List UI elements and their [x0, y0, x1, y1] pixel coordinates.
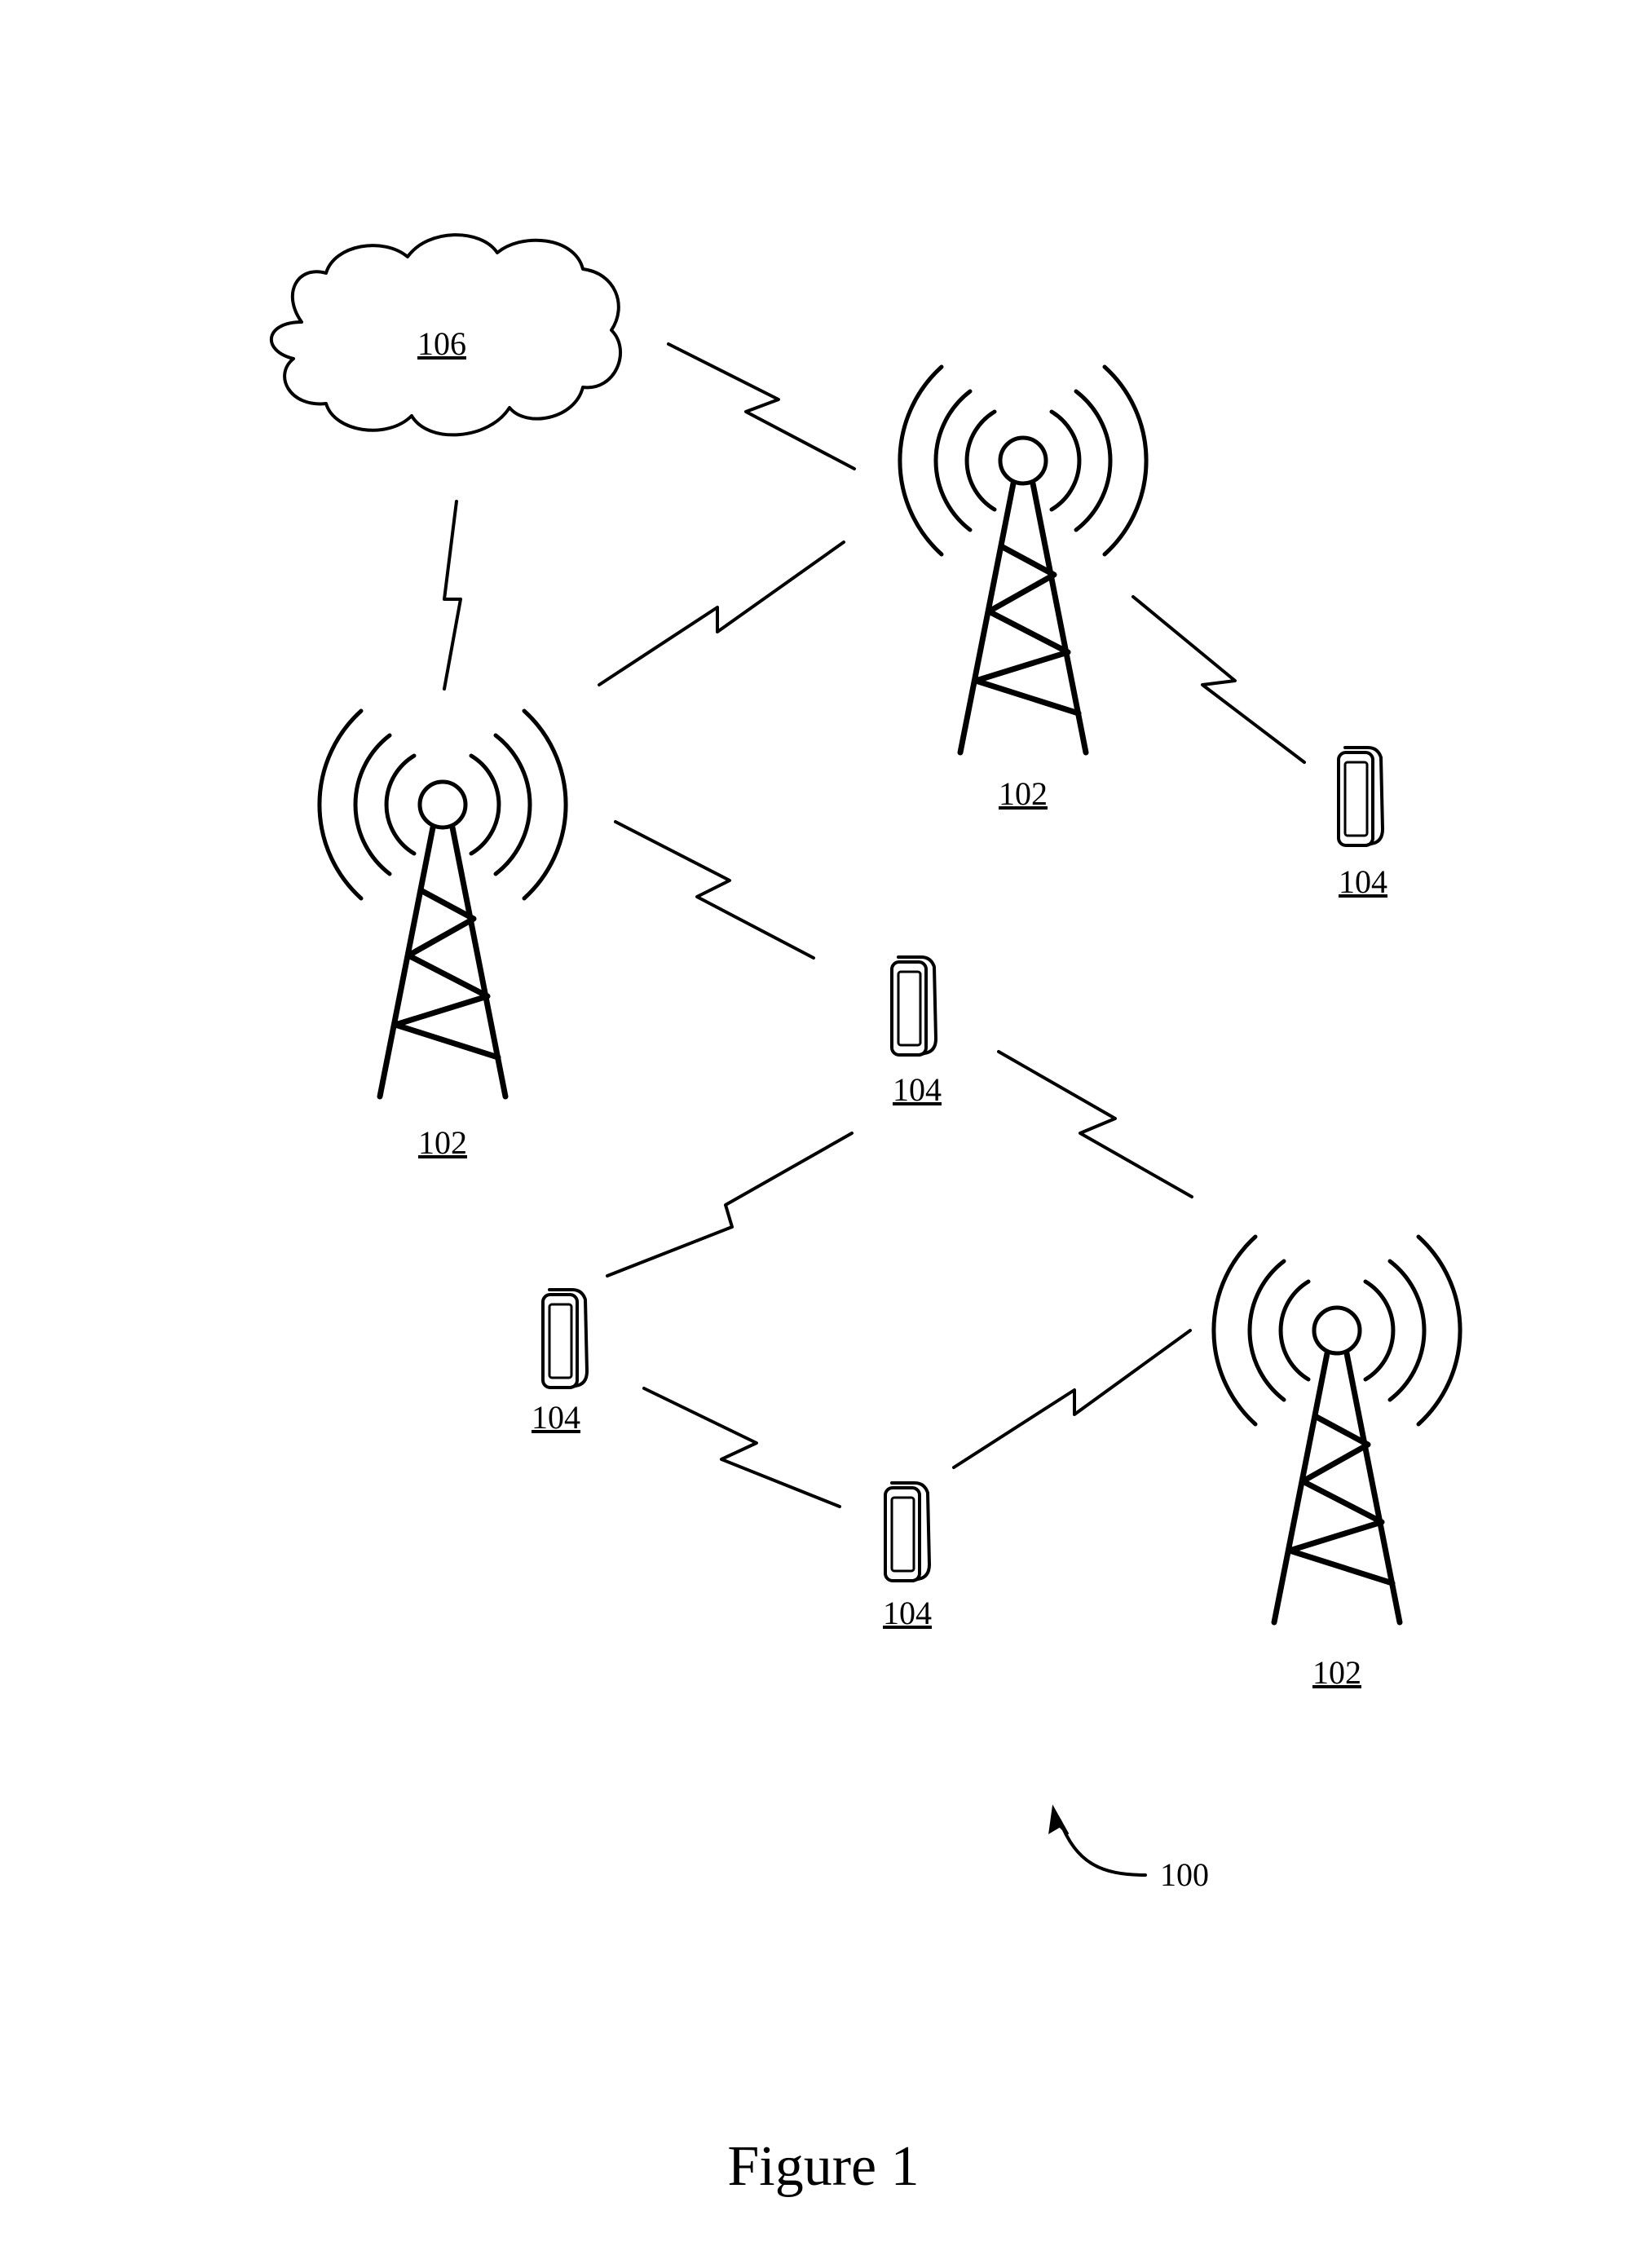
figure-caption: Figure 1 — [727, 2135, 919, 2198]
wireless-links — [443, 342, 1306, 1508]
mobile-device-icon — [541, 1288, 589, 1389]
cloud-node: 106 — [270, 233, 622, 437]
figure-reference: 100 — [1048, 1804, 1209, 1893]
base-station-label: 102 — [999, 775, 1048, 812]
cloud-icon — [270, 233, 622, 437]
arrowhead-icon — [1048, 1804, 1070, 1836]
base-station-label: 102 — [1312, 1654, 1361, 1691]
figure-reference-label: 100 — [1160, 1856, 1209, 1893]
link-device-center-to-tower-br — [997, 1050, 1193, 1198]
device-center: 104 — [890, 955, 942, 1108]
device-label: 104 — [883, 1595, 932, 1631]
device-label: 104 — [893, 1071, 942, 1108]
cloud-label: 106 — [417, 325, 466, 362]
link-tower-top-to-device-right — [1131, 595, 1306, 764]
device-right: 104 — [1337, 746, 1387, 900]
link-device-bottom-to-tower-br — [952, 1329, 1192, 1469]
base-station-label: 102 — [418, 1124, 467, 1161]
device-label: 104 — [532, 1399, 580, 1436]
link-cloud-to-tower-top — [667, 342, 856, 470]
base-station-left: 102 — [320, 711, 566, 1161]
base-station-top: 102 — [900, 367, 1146, 812]
link-cloud-to-tower-left — [443, 500, 462, 691]
link-tower-left-to-device-center — [614, 820, 815, 960]
base-station-bottom-right: 102 — [1214, 1237, 1460, 1691]
device-left: 104 — [532, 1288, 589, 1436]
mobile-device-icon — [1337, 746, 1384, 847]
link-device-left-to-device-bottom — [642, 1387, 841, 1508]
cell-tower-icon — [1214, 1237, 1460, 1622]
device-bottom: 104 — [883, 1481, 932, 1631]
device-label: 104 — [1339, 863, 1387, 900]
cell-tower-icon — [900, 367, 1146, 752]
mobile-device-icon — [890, 955, 937, 1057]
cell-tower-icon — [320, 711, 566, 1096]
link-device-center-to-device-left — [606, 1132, 854, 1277]
curved-arrow-icon — [1058, 1819, 1147, 1877]
mobile-device-icon — [884, 1481, 931, 1582]
link-tower-left-to-tower-top — [598, 541, 845, 686]
